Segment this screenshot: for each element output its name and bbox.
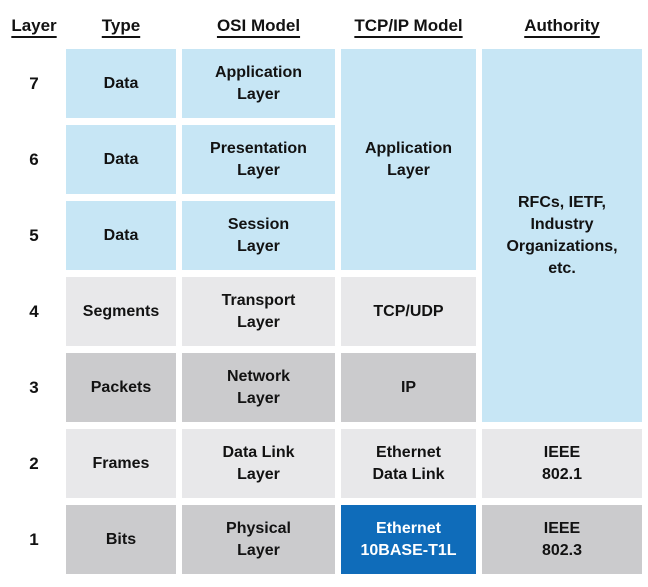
- cell-type-layer1: Bits: [66, 505, 176, 574]
- layer-number-2: 2: [29, 453, 39, 473]
- cell-authority-ieee-802-3: IEEE 802.3: [482, 505, 642, 574]
- cell-tcpip-ethernet-10base-t1l-highlighted: Ethernet 10BASE-T1L: [341, 505, 476, 574]
- cell-authority-rfcs-merged: RFCs, IETF, Industry Organizations, etc.: [482, 49, 642, 422]
- header-type: Type: [66, 10, 176, 42]
- cell-tcpip-tcp-udp: TCP/UDP: [341, 277, 476, 346]
- cell-tcpip-application-merged: Application Layer: [341, 49, 476, 270]
- header-type-label: Type: [101, 16, 141, 35]
- cell-type-layer7: Data: [66, 49, 176, 118]
- cell-osi-network: Network Layer: [182, 353, 335, 422]
- cell-osi-physical: Physical Layer: [182, 505, 335, 574]
- header-tcpip-model: TCP/IP Model: [341, 10, 476, 42]
- layer-number-7: 7: [29, 73, 39, 93]
- cell-type-layer3: Packets: [66, 353, 176, 422]
- layer-number-6: 6: [29, 149, 39, 169]
- header-authority: Authority: [482, 10, 642, 42]
- header-layer: Layer: [8, 10, 60, 42]
- cell-tcpip-ip: IP: [341, 353, 476, 422]
- cell-type-layer4: Segments: [66, 277, 176, 346]
- cell-osi-data-link: Data Link Layer: [182, 429, 335, 498]
- cell-type-layer5: Data: [66, 201, 176, 270]
- header-authority-label: Authority: [524, 16, 600, 35]
- header-tcpip-model-label: TCP/IP Model: [354, 16, 463, 35]
- osi-tcpip-comparison-table: Layer Type OSI Model TCP/IP Model Author…: [8, 10, 642, 574]
- header-osi-model-label: OSI Model: [216, 16, 301, 35]
- cell-osi-application: Application Layer: [182, 49, 335, 118]
- cell-type-layer6: Data: [66, 125, 176, 194]
- layer-number-1: 1: [29, 529, 39, 549]
- layer-number-5: 5: [29, 225, 39, 245]
- cell-type-layer2: Frames: [66, 429, 176, 498]
- layer-number-4: 4: [29, 301, 39, 321]
- header-layer-label: Layer: [11, 16, 57, 35]
- cell-osi-presentation: Presentation Layer: [182, 125, 335, 194]
- layer-number-3: 3: [29, 377, 39, 397]
- cell-tcpip-ethernet-data-link: Ethernet Data Link: [341, 429, 476, 498]
- cell-osi-session: Session Layer: [182, 201, 335, 270]
- cell-osi-transport: Transport Layer: [182, 277, 335, 346]
- header-osi-model: OSI Model: [182, 10, 335, 42]
- cell-authority-ieee-802-1: IEEE 802.1: [482, 429, 642, 498]
